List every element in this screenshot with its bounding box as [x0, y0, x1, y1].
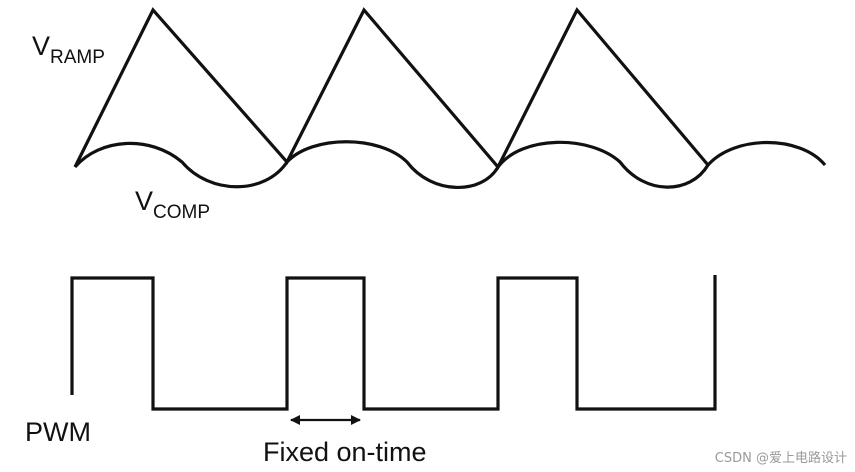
vramp-label: VRAMP: [32, 31, 105, 68]
pwm-label: PWM: [25, 417, 91, 447]
vcomp-label-main: V: [135, 186, 153, 216]
vramp-waveform: [73, 7, 710, 170]
vcomp-label: VCOMP: [135, 186, 210, 223]
vramp-label-main: V: [32, 31, 50, 61]
vcomp-label-sub: COMP: [153, 202, 210, 223]
watermark: CSDN @爱上电路设计: [714, 451, 847, 466]
vcomp-waveform: [73, 140, 827, 189]
pwm-waveform: [70, 275, 717, 411]
fixed-on-time-label: Fixed on-time: [263, 437, 427, 467]
vramp-label-sub: RAMP: [50, 47, 105, 68]
